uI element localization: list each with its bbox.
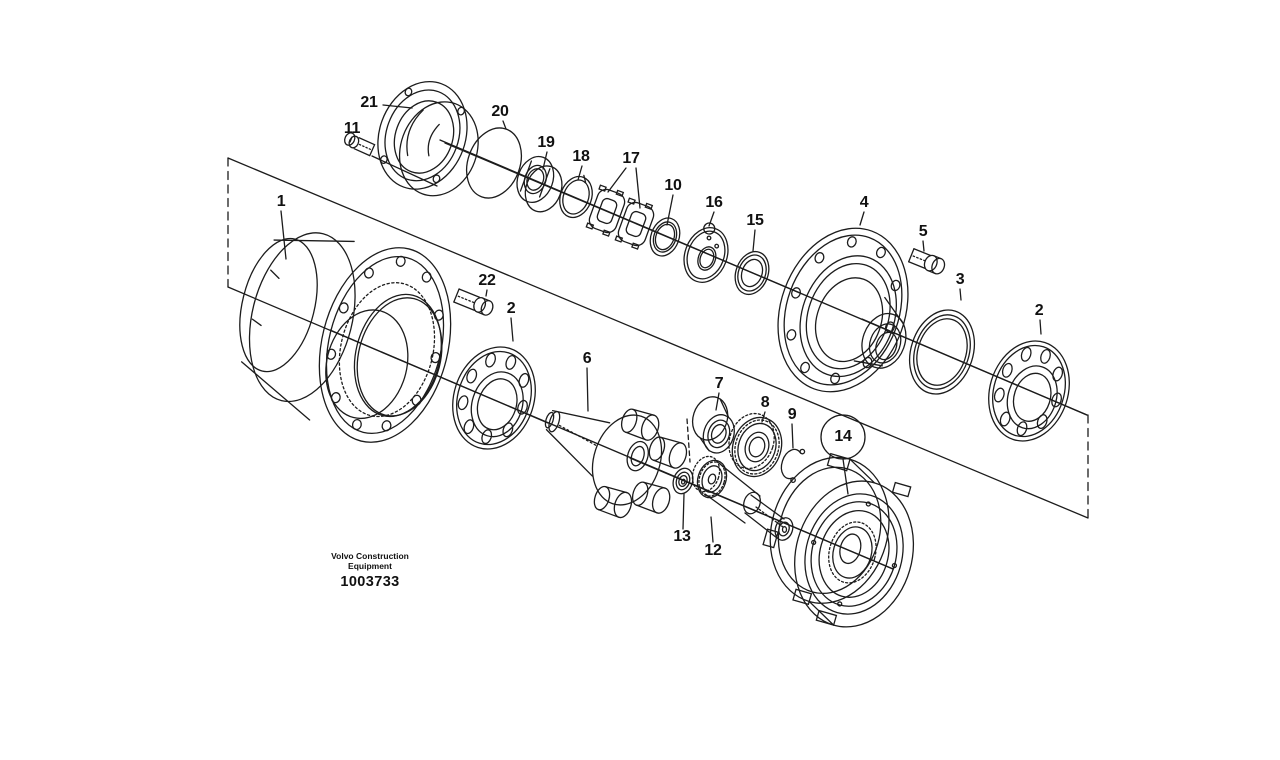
leader-line-14 xyxy=(842,458,849,495)
brand-name-line1: Volvo Construction xyxy=(331,551,409,561)
callout-7-17[interactable]: 7 xyxy=(714,375,724,392)
leader-line-17-1 xyxy=(635,167,641,209)
callout-12-22[interactable]: 12 xyxy=(704,542,722,559)
leader-line-5 xyxy=(922,240,925,252)
leader-line-20 xyxy=(502,120,507,130)
callout-22-14[interactable]: 22 xyxy=(478,272,496,289)
leader-line-22 xyxy=(485,289,488,297)
callout-20-2[interactable]: 20 xyxy=(491,103,509,120)
callout-8-18[interactable]: 8 xyxy=(760,394,770,411)
callout-17-5[interactable]: 17 xyxy=(622,150,640,167)
callout-2-12[interactable]: 2 xyxy=(1034,302,1044,319)
part-14-carrier-assembly xyxy=(762,452,915,628)
axis-lines-front xyxy=(227,142,1089,570)
part-2-bearing-right xyxy=(988,340,1070,442)
part-6-planet-carrier xyxy=(544,408,688,519)
leader-line-19 xyxy=(542,151,548,170)
callout-2-15[interactable]: 2 xyxy=(506,300,516,317)
callout-5-10[interactable]: 5 xyxy=(918,223,928,240)
highlight-circle xyxy=(820,414,866,460)
callout-10-6[interactable]: 10 xyxy=(664,177,682,194)
callout-9-19[interactable]: 9 xyxy=(787,406,797,423)
leader-line-8 xyxy=(761,411,766,423)
leader-line-11-1 xyxy=(371,155,438,187)
brand-block: Volvo Construction Equipment 1003733 xyxy=(316,551,424,590)
part-12-sun-gear-shaft xyxy=(691,455,794,541)
brand-name-line2: Equipment xyxy=(348,561,392,571)
leader-line-18 xyxy=(577,165,583,181)
leader-line-7 xyxy=(715,392,720,411)
callout-16-7[interactable]: 16 xyxy=(705,194,723,211)
leader-line-2 xyxy=(510,317,514,342)
callout-6-16[interactable]: 6 xyxy=(582,350,592,367)
leader-line-1 xyxy=(280,210,287,260)
callout-1-13[interactable]: 1 xyxy=(276,193,286,210)
part-10-washer xyxy=(649,217,681,257)
leader-line-10 xyxy=(666,194,674,226)
leader-line-21 xyxy=(382,104,413,109)
callout-19-3[interactable]: 19 xyxy=(537,134,555,151)
callout-21-0[interactable]: 21 xyxy=(360,94,378,111)
callout-3-11[interactable]: 3 xyxy=(955,271,965,288)
leader-line-4 xyxy=(859,211,865,226)
leader-line-11 xyxy=(349,136,353,143)
leader-line-2 xyxy=(1039,319,1042,335)
callout-13-21[interactable]: 13 xyxy=(673,528,691,545)
callout-14-20[interactable]: 14 xyxy=(834,428,852,445)
leader-line-12 xyxy=(710,516,714,543)
part-11-bolt xyxy=(344,132,376,157)
part-19-nut xyxy=(516,155,563,213)
callout-11-1[interactable]: 11 xyxy=(343,120,361,137)
part-8-planet-gear xyxy=(728,412,783,478)
part-1-hub-ring-gear xyxy=(239,232,452,443)
leader-line-3 xyxy=(959,288,962,301)
leader-line-13 xyxy=(682,493,685,530)
callout-18-4[interactable]: 18 xyxy=(572,148,590,165)
callout-layer xyxy=(280,104,1042,543)
part-21-hub-cap xyxy=(377,80,479,197)
part-2-bearing-left xyxy=(452,346,536,450)
leader-line-9 xyxy=(791,423,794,449)
part-3-seal-ring xyxy=(909,309,975,395)
part-7-bearing xyxy=(691,396,735,454)
part-22-bolt xyxy=(453,288,494,316)
leader-line-17 xyxy=(607,167,627,193)
axis-lines-back xyxy=(227,139,1089,570)
leader-line-15 xyxy=(752,229,756,252)
part-4-spindle-flange xyxy=(777,227,909,393)
callout-4-9[interactable]: 4 xyxy=(859,194,869,211)
part-5-bolt xyxy=(908,248,946,275)
leader-line-16 xyxy=(708,211,715,227)
figure-number: 1003733 xyxy=(340,574,400,590)
callout-15-8[interactable]: 15 xyxy=(746,212,764,229)
leader-line-6 xyxy=(586,367,589,412)
